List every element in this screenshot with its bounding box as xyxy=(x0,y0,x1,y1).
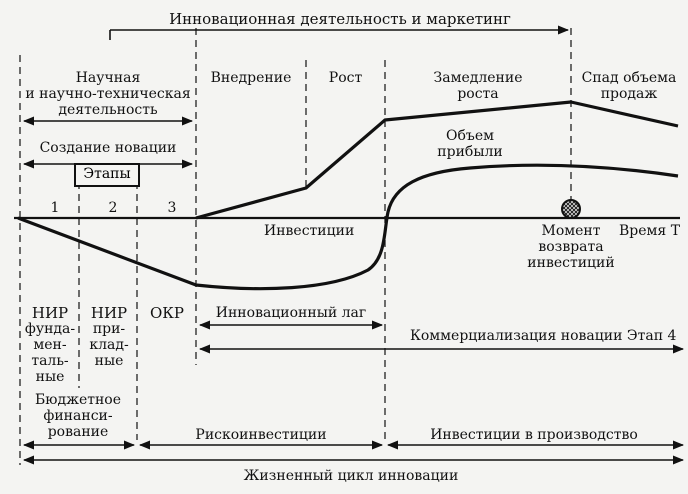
label-prod-invest: Инвестиции в производство xyxy=(430,427,638,443)
label-innov-lag: Инновационный лаг xyxy=(215,305,367,321)
label-nir-fundamental: НИР фунда- мен- таль- ные xyxy=(24,304,76,385)
label-nir-applied: НИР при- клад- ные xyxy=(89,304,129,369)
payback-point-icon xyxy=(561,199,581,219)
profit-curve xyxy=(17,163,679,291)
label-stage-2: 2 xyxy=(108,200,118,216)
label-phase-research: Научная и научно-техническая деятельност… xyxy=(25,70,191,118)
label-stage-1: 1 xyxy=(50,200,60,216)
sales-volume-curve xyxy=(195,100,679,220)
label-phase-slowdown: Замедление роста xyxy=(433,70,523,102)
stages-box: Этапы xyxy=(74,163,140,187)
label-payback: Момент возврата инвестиций xyxy=(527,223,615,271)
label-profit: Объем прибыли xyxy=(437,128,503,160)
label-investments: Инвестиции xyxy=(264,223,355,239)
label-stage-3: 3 xyxy=(167,200,177,216)
label-phase-decline: Спад объема продаж xyxy=(581,70,677,102)
label-time: Время Т xyxy=(619,223,681,239)
label-creation: Создание новации xyxy=(39,140,177,156)
label-okr: ОКР xyxy=(150,304,184,322)
label-risk-invest: Рискоинвестиции xyxy=(195,427,327,443)
label-life-cycle: Жизненный цикл инновации xyxy=(243,468,459,484)
label-phase-growth: Рост xyxy=(328,70,363,86)
label-phase-intro: Внедрение xyxy=(210,70,292,86)
label-commercialization: Коммерциализация новации Этап 4 xyxy=(410,328,677,344)
label-top-span: Инновационная деятельность и маркетинг xyxy=(169,10,511,28)
label-budget: Бюджетное финанси- рование xyxy=(34,392,122,440)
